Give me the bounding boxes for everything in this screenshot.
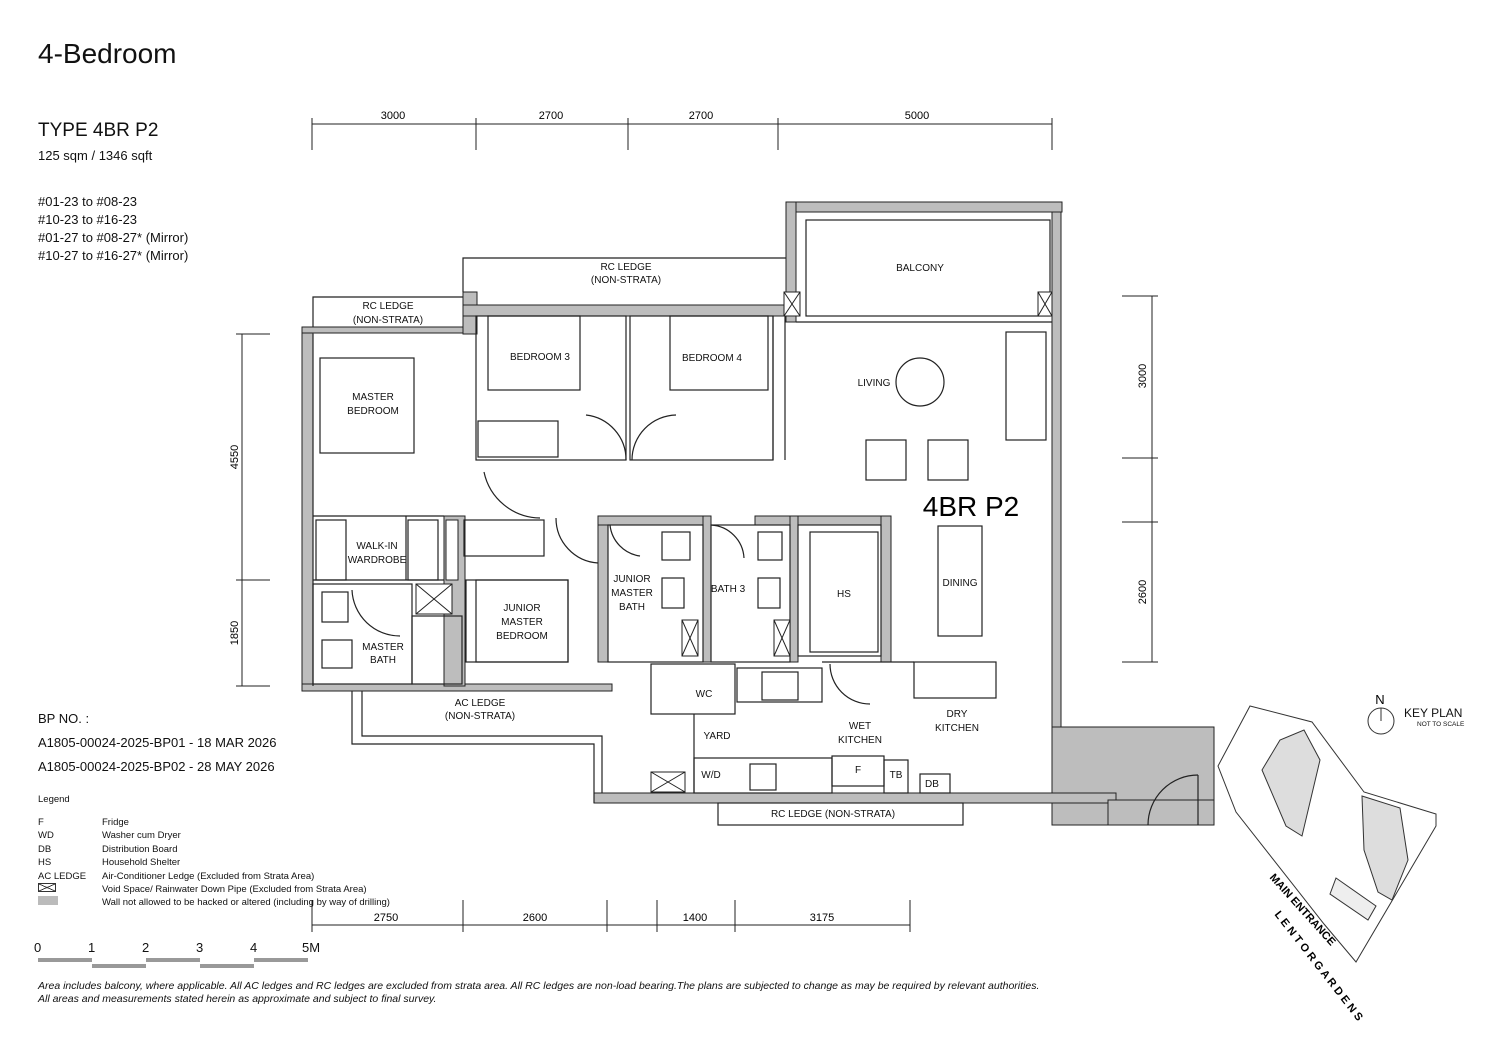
unit-type: TYPE 4BR P2 [38, 120, 159, 141]
void-swatch-icon [38, 882, 56, 892]
room-wc: WC [696, 689, 713, 700]
room-junior-master-bath: JUNIOR [613, 574, 650, 585]
room-walkin: WALK-IN [356, 541, 397, 552]
room-dining: DINING [943, 578, 978, 589]
room-fridge: F [855, 765, 861, 776]
room-rc-ledge-top: (NON-STRATA) [591, 275, 661, 286]
room-junior-master-bedroom: MASTER [501, 617, 543, 628]
room-junior-master-bath: MASTER [611, 588, 653, 599]
scale-label: 5M [302, 940, 321, 955]
room-wet-kitchen: KITCHEN [838, 735, 882, 746]
unit-range: #10-27 to #16-27* (Mirror) [38, 248, 189, 263]
room-junior-master-bedroom: JUNIOR [503, 603, 540, 614]
dim-top: 2700 [689, 110, 713, 122]
bp-label: BP NO. : [38, 711, 90, 726]
legend-title: Legend [38, 794, 70, 805]
scale-label: 2 [142, 940, 150, 955]
unit-area: 125 sqm / 1346 sqft [38, 148, 153, 163]
bp-block: BP NO. : A1805-00024-2025-BP01 - 18 MAR … [38, 707, 277, 779]
disclaimer: Area includes balcony, where applicable.… [38, 980, 1039, 1006]
room-hs: HS [837, 589, 851, 600]
room-ac-ledge: (NON-STRATA) [445, 711, 515, 722]
dim-left: 1850 [229, 621, 241, 645]
room-master-bedroom: BEDROOM [347, 406, 399, 417]
disclaimer-line: Area includes balcony, where applicable.… [38, 980, 1040, 992]
room-db: DB [925, 779, 939, 790]
north-label: N [1375, 692, 1384, 707]
room-junior-master-bedroom: BEDROOM [496, 631, 548, 642]
room-dry-kitchen: DRY [947, 709, 968, 720]
bp-line: A1805-00024-2025-BP02 - 28 MAY 2026 [38, 759, 275, 774]
dim-left: 4550 [229, 445, 241, 469]
page-title: 4-Bedroom [38, 38, 177, 69]
room-wet-kitchen: WET [849, 721, 871, 732]
scale-label: 1 [88, 940, 96, 955]
bp-line: A1805-00024-2025-BP01 - 18 MAR 2026 [38, 735, 277, 750]
dim-top: 2700 [539, 110, 563, 122]
room-bedroom-4: BEDROOM 4 [682, 353, 742, 364]
legend-item-wall: Wall not allowed to be hacked or altered… [38, 896, 390, 909]
room-junior-master-bath: BATH [619, 602, 645, 613]
unit-stamp: 4BR P2 [923, 491, 1020, 522]
dim-right: 3000 [1137, 364, 1149, 388]
room-ac-ledge: AC LEDGE [455, 698, 506, 709]
room-master-bedroom: MASTER [352, 392, 394, 403]
scale-label: 0 [34, 940, 42, 955]
dim-top: 5000 [905, 110, 929, 122]
room-rc-ledge-bottom: RC LEDGE (NON-STRATA) [771, 809, 895, 820]
scale-label: 3 [196, 940, 204, 955]
disclaimer-line: All areas and measurements stated herein… [38, 993, 437, 1005]
room-bedroom-3: BEDROOM 3 [510, 352, 570, 363]
room-master-bath: BATH [370, 655, 396, 666]
room-balcony: BALCONY [896, 263, 944, 274]
dim-right: 2600 [1137, 580, 1149, 604]
unit-range: #01-27 to #08-27* (Mirror) [38, 230, 189, 245]
wall-swatch-icon [38, 896, 58, 906]
legend-item-void: Void Space/ Rainwater Down Pipe (Exclude… [38, 882, 390, 896]
scale-label: 4 [250, 940, 258, 955]
unit-list: #01-23 to #08-23 #10-23 to #16-23 #01-27… [38, 193, 188, 265]
unit-range: #01-23 to #08-23 [38, 194, 138, 209]
room-rc-ledge-top: RC LEDGE [600, 262, 651, 273]
room-living: LIVING [858, 378, 891, 389]
dim-bottom: 3175 [810, 912, 834, 924]
dim-bottom: 1400 [683, 912, 707, 924]
room-dry-kitchen: KITCHEN [935, 723, 979, 734]
dim-bottom: 2600 [523, 912, 547, 924]
room-walkin: WARDROBE [348, 555, 407, 566]
room-rc-ledge-left: (NON-STRATA) [353, 315, 423, 326]
room-yard: YARD [703, 731, 730, 742]
keyplan-note: NOT TO SCALE [1417, 721, 1465, 728]
dim-bottom: 2750 [374, 912, 398, 924]
room-rc-ledge-left: RC LEDGE [362, 301, 413, 312]
room-master-bath: MASTER [362, 642, 404, 653]
room-wd: W/D [701, 770, 720, 781]
unit-range: #10-23 to #16-23 [38, 212, 138, 227]
room-tb: TB [890, 770, 903, 781]
dim-top: 3000 [381, 110, 405, 122]
room-bath-3: BATH 3 [711, 584, 746, 595]
keyplan-title: KEY PLAN [1404, 706, 1463, 720]
